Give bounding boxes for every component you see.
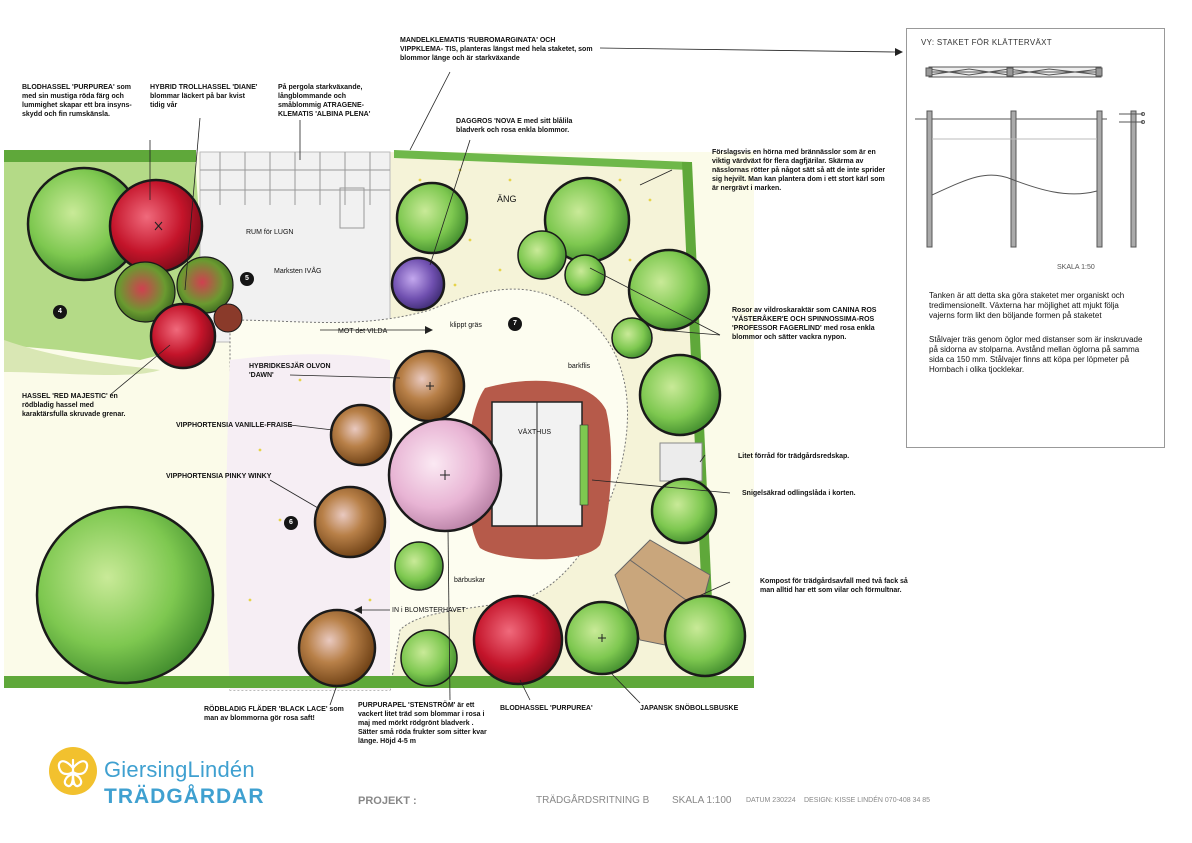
hedge-top-left	[4, 150, 196, 162]
footer-scale: SKALA 1:100	[672, 795, 732, 806]
label-purpurapel: PURPURAPEL 'STENSTRÖM' är ett vackert li…	[358, 702, 487, 745]
gravel-edge	[4, 340, 160, 376]
fence-elevation-drawing	[915, 66, 1145, 248]
label-brannasslor: Förslagsvis en hörna med brännässlor som…	[712, 149, 886, 192]
arrow-blomsterhavet	[354, 606, 362, 614]
marker-6: 6	[284, 516, 298, 530]
label-olvon: HYBRIDKESJÄR OLVON 'DAWN'	[249, 363, 331, 379]
detail-title: VY: STAKET FÖR KLÄTTERVÄXT	[921, 38, 1052, 47]
label-mandelklematis: MANDELKLEMATIS 'RUBROMARGINATA' OCH VIPP…	[400, 37, 593, 62]
rose-shrub-2	[564, 254, 606, 296]
hydrangea-pinky	[313, 485, 387, 559]
detail-text-wire: Stålvajer träs genom öglor med distanser…	[929, 335, 1143, 374]
label-blodhassel-top: BLODHASSEL 'PURPUREA' som med sin mustig…	[22, 84, 132, 118]
tree-blodhassel-top	[108, 178, 204, 274]
label-kompost: Kompost för trädgårdsavfall med två fack…	[760, 578, 908, 594]
pergola-beams	[200, 152, 390, 229]
label-blodhassel-bottom: BLODHASSEL 'PURPUREA'	[500, 705, 593, 712]
fence-top-right	[394, 150, 690, 170]
logo-subtitle: TRÄDGÅRDAR	[104, 785, 265, 808]
shrub-daggros	[390, 256, 446, 312]
label-pinky-winky: VIPPHORTENSIA PINKY WINKY	[166, 473, 272, 480]
hydrangea-vanille	[329, 403, 393, 467]
detail-text-intent: Tanken är att detta ska göra staketet me…	[929, 291, 1125, 320]
area-marksten: Marksten IVÅG	[274, 268, 322, 275]
title-block: PROJEKT : TRÄDGÅRDSRITNING B SKALA 1:100…	[0, 795, 1192, 815]
arrow-to-detail	[895, 48, 903, 56]
tree-right-3	[650, 477, 718, 545]
company-logo: GiersingLindén TRÄDGÅRDAR	[48, 742, 288, 812]
shrub-trollhassel	[114, 261, 176, 323]
footer-date: DATUM 230224	[746, 797, 796, 804]
area-klippt-gras: klippt gräs	[450, 322, 482, 329]
footer-project: PROJEKT :	[358, 795, 417, 807]
berry-bush	[394, 541, 444, 591]
marker-7: 7	[508, 317, 522, 331]
label-rosor: Rosor av vildroskaraktär som CANINA ROS …	[732, 307, 877, 341]
arrow-vilda	[425, 326, 433, 334]
area-in-i-blomsterhavet: IN i BLOMSTERHAVET	[392, 607, 466, 614]
shrub-bottom-small	[400, 629, 458, 687]
marker-5: 5	[240, 272, 254, 286]
tree-right-1	[627, 248, 711, 332]
rose-shrub-1	[517, 230, 567, 280]
label-pergola: På pergola starkväxande, långblommande o…	[278, 84, 371, 118]
footer-title: TRÄDGÅRDSRITNING B	[536, 795, 650, 806]
area-ang: ÄNG	[497, 194, 517, 204]
tree-large-bottom-left	[35, 505, 215, 685]
marker-4: 4	[53, 305, 67, 319]
tree-blodhassel-bottom	[472, 594, 564, 686]
plant-layer	[26, 166, 747, 688]
label-snobollsbuske: JAPANSK SNÖBOLLSBUSKE	[640, 705, 739, 712]
label-daggros: DAGGROS 'NOVA E med sitt blålila bladver…	[456, 118, 573, 134]
hedge-bottom	[4, 676, 754, 688]
butterfly-logo-icon	[49, 747, 97, 795]
area-barbuskar: bärbuskar	[454, 577, 486, 584]
label-snigel: Snigelsäkrad odlingslåda i korten.	[742, 490, 856, 497]
plant-center-marks	[154, 221, 606, 642]
detail-scale: SKALA 1:50	[1057, 264, 1095, 271]
tool-shed	[659, 442, 703, 482]
logo-name: GiersingLindén	[104, 757, 255, 782]
label-hassel-red-majestic: HASSEL 'RED MAJESTIC' en rödbladig hasse…	[22, 393, 126, 418]
annotation-leaders	[109, 47, 896, 706]
label-vanille-fraise: VIPPHORTENSIA VANILLE-FRAISE	[176, 422, 293, 429]
label-trollhassel: HYBRID TROLLHASSEL 'DIANE' blommar läcke…	[150, 84, 258, 109]
shrub-black-lace	[297, 608, 377, 688]
area-mot-det-vilda: MOT det VILDA	[338, 328, 388, 335]
shrub-red-majestic	[149, 302, 217, 370]
rose-shrub-3	[611, 317, 653, 359]
footer-design: DESIGN: KISSE LINDÉN 070-408 34 85	[804, 797, 931, 804]
tree-right-bottom	[663, 594, 747, 678]
shrub-small-red	[213, 303, 243, 333]
snail-proof-box	[579, 424, 589, 506]
tree-meadow-1	[395, 181, 469, 255]
fence-detail-panel: VY: STAKET FÖR KLÄTTERVÄXT SKALA 1:50 Ta…	[906, 28, 1165, 448]
area-barkflis: barkflis	[568, 363, 591, 370]
area-vaxthus: VÄXTHUS	[518, 429, 552, 436]
label-black-lace: RÖDBLADIG FLÄDER 'BLACK LACE' som man av…	[204, 706, 344, 722]
tree-right-2	[638, 353, 722, 437]
label-forrad: Litet förråd för trädgårdsredskap.	[738, 453, 850, 460]
area-rum-for-lugn: RUM för LUGN	[246, 229, 294, 236]
